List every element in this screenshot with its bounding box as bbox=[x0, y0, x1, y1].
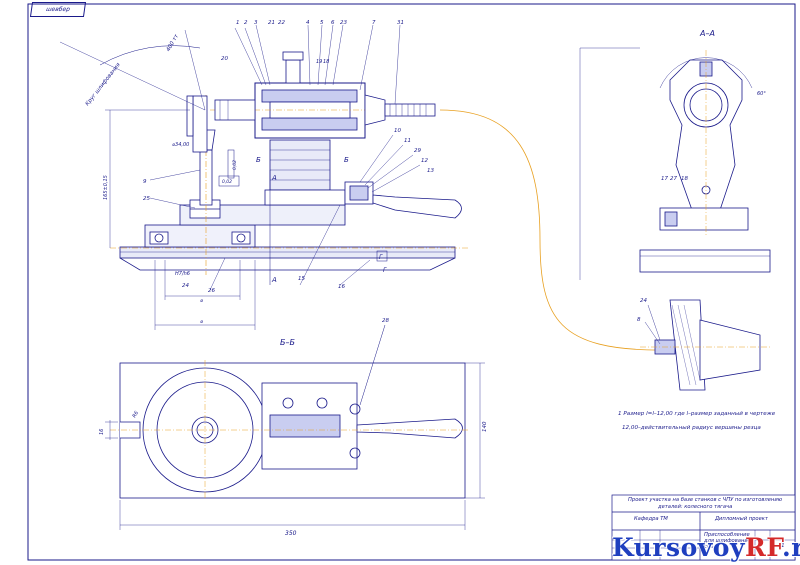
dim-350: 350 bbox=[285, 530, 297, 537]
title-block-line-1: Проект участка на базе станков с ЧПУ по … bbox=[628, 497, 783, 503]
callout: 11 bbox=[404, 138, 411, 144]
dim-fit: Н7/h6 bbox=[175, 271, 190, 277]
marker-a-bottom: А bbox=[271, 276, 277, 284]
callout: 12 bbox=[421, 158, 428, 164]
detail-view bbox=[640, 299, 770, 391]
callout: 31 bbox=[397, 20, 404, 26]
section-aa-view bbox=[579, 47, 771, 280]
tol-1: 0,02 bbox=[232, 160, 238, 170]
section-bb-view bbox=[105, 324, 485, 530]
callout: 7 bbox=[372, 20, 376, 26]
logo-part-2: RF bbox=[745, 533, 783, 562]
callout: 4 bbox=[306, 20, 310, 26]
callout: 18 bbox=[681, 176, 688, 182]
drawing-code-tag: шевбер bbox=[29, 2, 87, 17]
dim-d-small: ⌀ bbox=[200, 298, 203, 304]
dim-140: 140 bbox=[482, 421, 488, 432]
site-logo: KursovoyRF.ru bbox=[612, 533, 800, 562]
section-bb-label: Б–Б bbox=[280, 338, 295, 347]
title-block bbox=[611, 494, 796, 561]
callout: 20 bbox=[221, 56, 228, 62]
logo-part-3: .ru bbox=[782, 533, 800, 562]
callout: 13 bbox=[427, 168, 434, 174]
side-view bbox=[59, 24, 470, 330]
callout: 26 bbox=[208, 288, 215, 294]
logo-part-1: Kursovoy bbox=[612, 533, 746, 562]
callout: 24 bbox=[182, 283, 189, 289]
callout: 8 bbox=[637, 317, 641, 323]
callout: 28 bbox=[382, 318, 389, 324]
marker-b-left: Б bbox=[256, 156, 261, 164]
marker-g-box: Г bbox=[379, 254, 383, 261]
callout: 27 bbox=[670, 176, 677, 182]
callout: 29 bbox=[414, 148, 421, 154]
callout: 6 bbox=[331, 20, 335, 26]
dim-r6: R6 bbox=[132, 410, 141, 419]
callout: 16 bbox=[338, 284, 345, 290]
callout: 17 bbox=[661, 176, 668, 182]
dim-d34: ⌀34,00 bbox=[172, 142, 189, 148]
title-block-department: Кафедра ТМ bbox=[634, 516, 668, 522]
marker-b-right: Б bbox=[344, 156, 349, 164]
marker-a-top: А bbox=[271, 174, 277, 182]
callout: 24 bbox=[640, 298, 647, 304]
callout: 19 bbox=[316, 59, 322, 65]
callout: 2 bbox=[244, 20, 248, 26]
callout: 1 bbox=[236, 20, 240, 26]
callout: 18 bbox=[323, 59, 329, 65]
dim-w-bottom: ⌀ bbox=[200, 319, 203, 325]
section-aa-label: А–А bbox=[699, 29, 715, 38]
tol-2: 0,02 bbox=[222, 179, 232, 185]
title-block-project: Дипломный проект bbox=[715, 516, 768, 522]
tool-path-curve bbox=[439, 109, 661, 351]
dim-deg: 60° bbox=[757, 91, 766, 97]
callout: 23 bbox=[340, 20, 347, 26]
callout: 3 bbox=[254, 20, 258, 26]
callout: 15 bbox=[298, 276, 305, 282]
marker-g-base: Г bbox=[383, 267, 387, 274]
callout: 21 bbox=[268, 20, 275, 26]
callout: 5 bbox=[320, 20, 324, 26]
callout: 25 bbox=[143, 196, 150, 202]
drawing-frame bbox=[27, 3, 796, 561]
dim-h65: 165±0,15 bbox=[103, 175, 109, 200]
title-block-sheet: 11 bbox=[778, 543, 785, 549]
title-block-drawing-title: Приспособление для шлифования сфер bbox=[704, 532, 751, 550]
dim-16: 16 bbox=[99, 429, 105, 435]
callout: 10 bbox=[394, 128, 401, 134]
title-block-line-2: деталей: колесного тягача bbox=[658, 504, 733, 510]
note-line-1: 1 Размер l=l–12,00 где l–размер заданный… bbox=[618, 411, 776, 417]
callout: 22 bbox=[278, 20, 285, 26]
callout: 9 bbox=[143, 179, 147, 185]
note-line-2: 12,00–действительный радиус вершины резц… bbox=[622, 425, 761, 431]
